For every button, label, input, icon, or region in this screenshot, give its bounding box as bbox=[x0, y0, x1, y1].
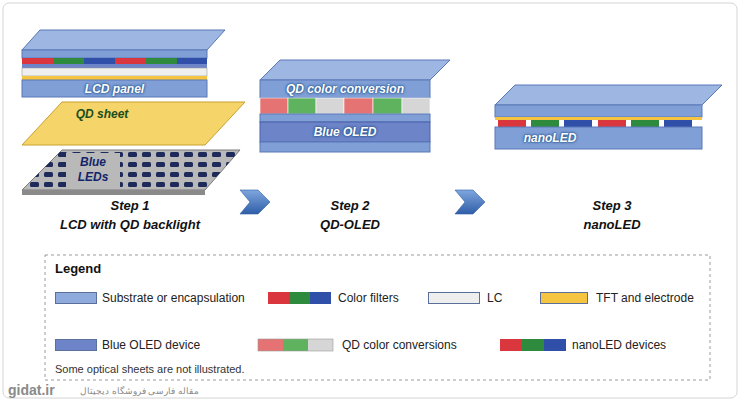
legend-heading: Legend bbox=[55, 261, 101, 277]
watermark: gidat.ir bbox=[8, 382, 55, 398]
legend-text: QD color conversions bbox=[342, 337, 457, 353]
layer-label: LCD panel bbox=[22, 81, 207, 97]
legend-swatch bbox=[428, 292, 480, 304]
step-number: Step 1 bbox=[40, 197, 220, 214]
layer-label: nanoLED bbox=[495, 130, 605, 146]
step-caption: QD-OLED bbox=[270, 216, 430, 233]
step-number: Step 2 bbox=[270, 197, 430, 214]
layer-label: Blue OLED bbox=[260, 124, 430, 140]
legend-swatch bbox=[540, 292, 588, 304]
legend-text: TFT and electrode bbox=[596, 290, 694, 306]
legend-swatch bbox=[55, 292, 97, 304]
legend-note: Some optical sheets are not illustrated. bbox=[55, 362, 245, 376]
legend-text: Substrate or encapsulation bbox=[102, 290, 245, 306]
layer-label: QD color conversion bbox=[260, 81, 430, 97]
layer-label: Blue LEDs bbox=[66, 155, 120, 185]
legend-text: nanoLED devices bbox=[572, 337, 666, 353]
watermark: مقاله فارسی فروشگاه دیجیتال bbox=[80, 385, 199, 397]
step-number: Step 3 bbox=[532, 197, 692, 214]
legend-text: LC bbox=[487, 290, 502, 306]
legend-text: Color filters bbox=[338, 290, 399, 306]
step-caption: LCD with QD backlight bbox=[30, 216, 230, 233]
legend-swatch bbox=[55, 339, 97, 351]
layer-label: QD sheet bbox=[62, 107, 142, 122]
step-caption: nanoLED bbox=[532, 216, 692, 233]
legend-text: Blue OLED device bbox=[102, 337, 200, 353]
